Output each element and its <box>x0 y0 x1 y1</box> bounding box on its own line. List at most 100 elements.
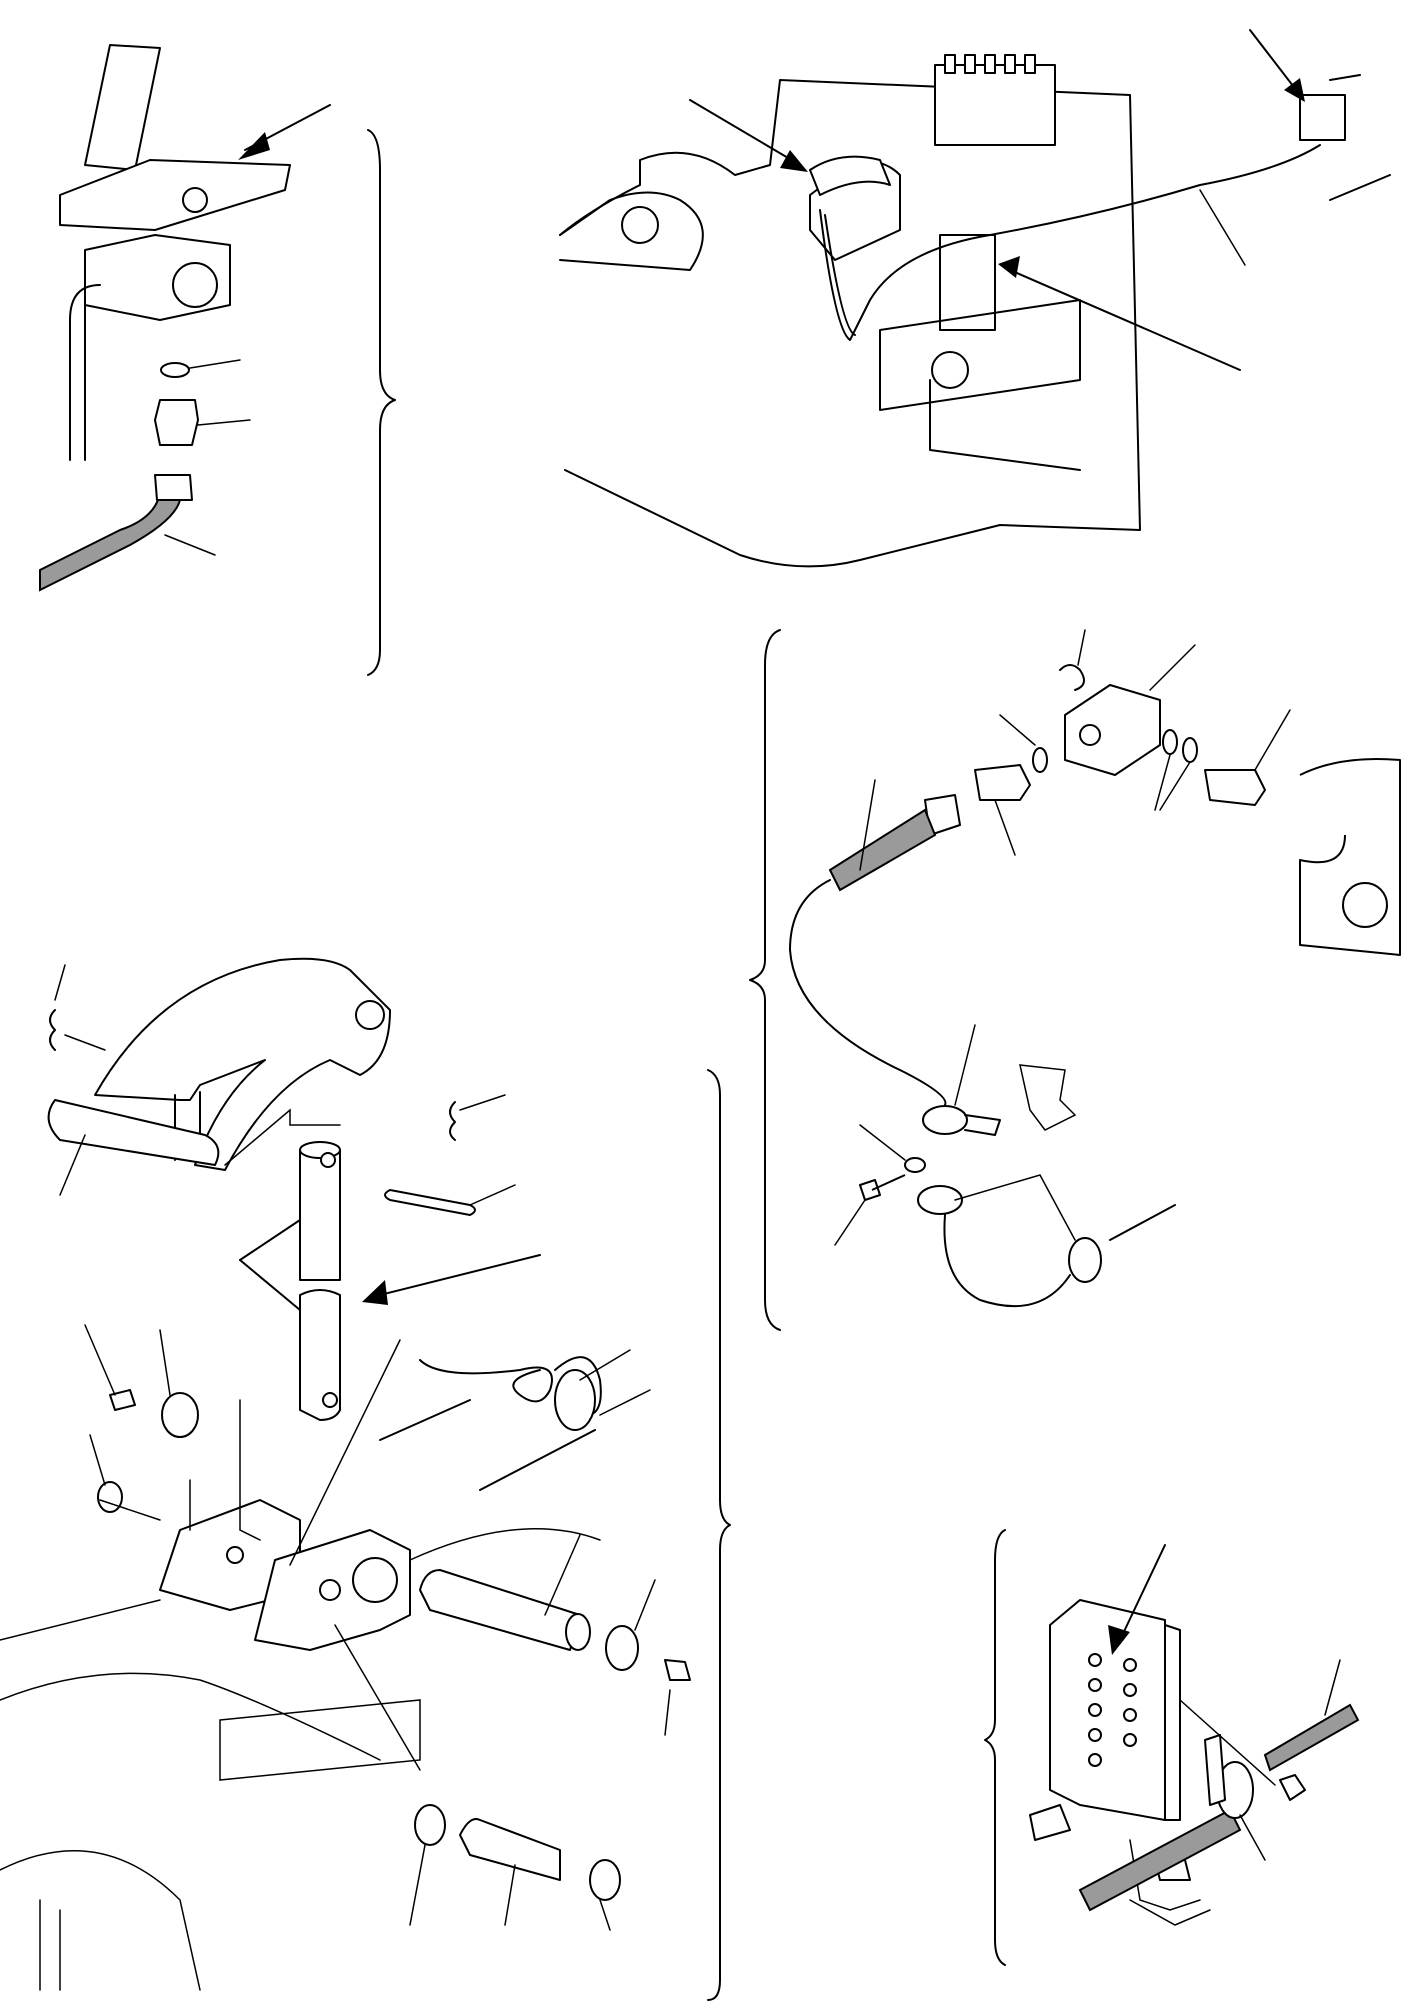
hose-nipple-left <box>974 764 1031 801</box>
arrow-pointer-icon <box>1119 1544 1166 1641</box>
cotter-pin <box>49 1009 56 1051</box>
fitting-nut <box>1279 1774 1306 1801</box>
leader-line <box>224 1108 341 1166</box>
manifold-end-plate <box>1164 1624 1181 1821</box>
o-ring <box>1182 737 1198 763</box>
boom-arm <box>559 191 704 271</box>
rod-lower <box>299 1289 341 1421</box>
brace-icon <box>984 1529 1006 1966</box>
cylinder-eye <box>1299 758 1401 956</box>
leader-line <box>189 359 241 369</box>
bracket-bore-large <box>352 1557 398 1603</box>
snap-ring <box>97 1481 123 1513</box>
leader-line <box>1109 1204 1176 1241</box>
leader-line <box>99 1339 401 1566</box>
lower-linkage <box>879 299 1081 471</box>
brace-icon <box>367 129 396 676</box>
snap-ring <box>414 1804 446 1846</box>
leader-line <box>459 1094 506 1111</box>
grease-hose <box>828 808 937 892</box>
leader-line <box>504 1864 516 1926</box>
leader-line <box>197 419 251 426</box>
snap-ring <box>605 1625 639 1671</box>
leader-line <box>239 1259 301 1311</box>
leader-line <box>1324 1659 1341 1716</box>
frame-outline <box>0 1528 601 1991</box>
arrow-head-icon <box>362 1280 388 1305</box>
arrow-pointer-icon <box>1249 29 1301 96</box>
grease-tube <box>789 879 947 1106</box>
leader-line <box>409 1844 426 1926</box>
frame-post <box>1329 74 1391 201</box>
snap-ring <box>161 1392 199 1438</box>
leader-line <box>599 1899 611 1931</box>
grease-nipple <box>109 1389 136 1411</box>
leader-line <box>664 1689 671 1736</box>
wiring-harness <box>819 144 1321 341</box>
leader-line <box>1077 629 1086 666</box>
arrow-pointer-icon <box>1009 269 1241 371</box>
grease-nipple <box>664 1659 691 1681</box>
pin-bracket-panel <box>0 957 731 2001</box>
spring-leg <box>479 1429 596 1491</box>
leader-line <box>954 1174 1076 1241</box>
tee-port <box>1079 724 1101 746</box>
rod-bore <box>320 1152 336 1168</box>
leader-line <box>544 1534 581 1616</box>
leader-line <box>999 714 1036 746</box>
loader-frame-panel <box>559 29 1391 568</box>
leader-line <box>859 1124 906 1161</box>
hose-nipple-right <box>1204 769 1266 806</box>
o-ring <box>1162 729 1178 755</box>
leader-line <box>1149 644 1196 691</box>
pivot-pin-upper <box>419 1569 581 1651</box>
o-ring <box>160 362 190 378</box>
bracket-bore <box>319 1579 341 1601</box>
leader-line <box>469 1184 516 1206</box>
valve-spools <box>944 54 1036 74</box>
eye-bore <box>1342 882 1388 928</box>
hose-clamp <box>917 1185 963 1215</box>
hose-end <box>39 499 182 592</box>
boom-pin <box>621 206 659 244</box>
washer <box>904 1157 926 1173</box>
snap-ring <box>589 1859 621 1901</box>
clamp-tab <box>964 1114 1001 1136</box>
elbow-fitting <box>69 284 101 461</box>
junction-block <box>939 234 996 331</box>
linkage-pin <box>931 351 969 389</box>
leader-line <box>859 779 876 871</box>
leader-line <box>1254 709 1291 771</box>
leader-line <box>599 1389 651 1416</box>
cotter-pin <box>449 1101 456 1141</box>
leader-line <box>164 534 216 556</box>
brace-icon <box>707 1069 731 2001</box>
leader-line <box>1154 754 1191 811</box>
arrow-head-icon <box>998 256 1020 278</box>
yoke-bore <box>355 1000 385 1030</box>
clevis-pin <box>384 1189 476 1216</box>
leader-line <box>334 1624 421 1771</box>
spring-clip <box>1059 664 1085 691</box>
leader-line <box>159 1329 171 1396</box>
port-boss <box>172 262 218 308</box>
clamp-plate <box>1204 1734 1226 1806</box>
frame-outline <box>559 79 1141 568</box>
fitting-detail-panel <box>39 44 396 676</box>
hose-clamp <box>922 1105 968 1135</box>
manifold-ports <box>1088 1653 1137 1767</box>
leader-line <box>1239 1814 1266 1861</box>
pivot-pin-lower <box>459 1818 561 1881</box>
mounting-plate <box>84 44 161 171</box>
yoke-bracket <box>94 957 391 1171</box>
hose-clamp <box>1068 1237 1102 1283</box>
wiring-harness-2 <box>824 214 856 336</box>
grease-block-panel <box>984 1529 1360 1966</box>
leader-line <box>59 1134 86 1196</box>
leader-line <box>89 1434 106 1486</box>
control-valve-bank <box>934 64 1056 146</box>
leader-line <box>954 1024 976 1106</box>
arrow-head-icon <box>1108 1625 1130 1655</box>
hex-nut <box>182 187 208 213</box>
